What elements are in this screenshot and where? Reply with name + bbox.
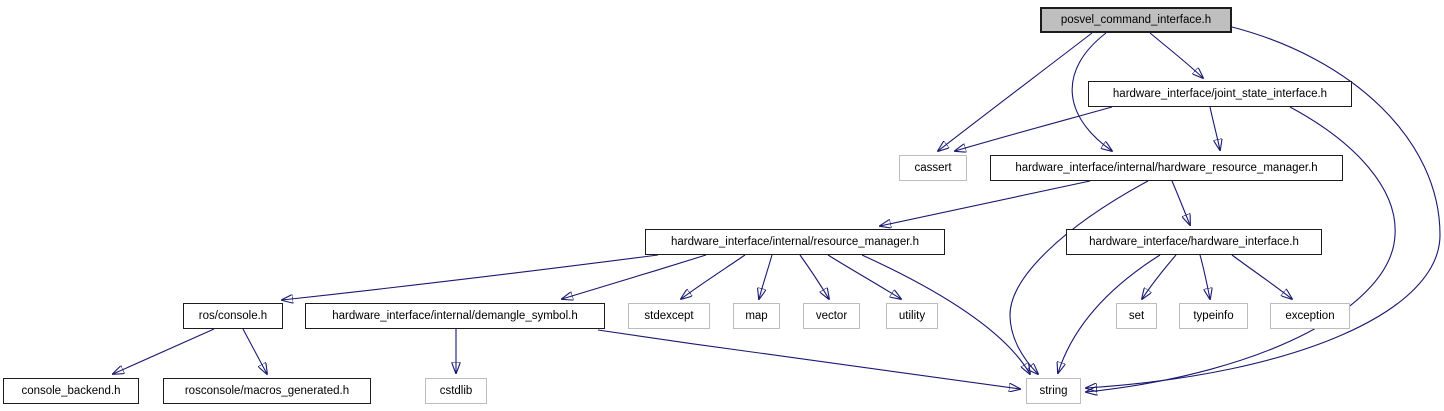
edge-resource-manager-to-string <box>861 254 1030 374</box>
node-vector: vector <box>803 303 860 329</box>
node-typeinfo: typeinfo <box>1179 303 1248 329</box>
edge-hardware-resource-manager-to-resource-manager <box>880 180 1091 226</box>
node-hardware-resource-manager-h[interactable]: hardware_interface/internal/hardware_res… <box>990 155 1343 181</box>
edge-demangle-symbol-to-string <box>597 329 1020 389</box>
edge-resource-manager-to-vector <box>799 254 829 299</box>
edge-resource-manager-to-map <box>759 254 773 299</box>
node-set: set <box>1116 303 1157 329</box>
node-ros-console-h[interactable]: ros/console.h <box>183 303 283 329</box>
edge-ros-console-to-console-backend <box>113 328 215 374</box>
edge-posvel-to-cassert <box>938 32 1093 151</box>
node-rosconsole-macros-generated-h[interactable]: rosconsole/macros_generated.h <box>163 378 371 404</box>
edge-hardware-interface-to-exception <box>1231 254 1292 299</box>
node-hardware-interface-h[interactable]: hardware_interface/hardware_interface.h <box>1066 229 1322 255</box>
edge-hardware-interface-to-typeinfo <box>1199 254 1210 299</box>
edge-resource-manager-to-utility <box>827 254 901 299</box>
edge-hardware-interface-to-string <box>1058 254 1161 373</box>
edge-resource-manager-to-stdexcept <box>681 254 746 299</box>
node-resource-manager-h[interactable]: hardware_interface/internal/resource_man… <box>645 229 945 255</box>
node-cstdlib: cstdlib <box>425 378 487 404</box>
node-string: string <box>1026 378 1081 404</box>
edge-joint-state-to-string <box>1086 106 1396 392</box>
edge-hardware-resource-manager-to-hardware-interface <box>1171 180 1190 225</box>
edge-ros-console-to-macros-generated <box>242 328 267 374</box>
edge-posvel-to-joint-state <box>1149 32 1203 78</box>
edge-hardware-resource-manager-to-string <box>1009 180 1149 374</box>
node-posvel-command-interface-h: posvel_command_interface.h <box>1040 7 1232 33</box>
edge-resource-manager-to-demangle-symbol <box>562 254 707 299</box>
node-demangle-symbol-h[interactable]: hardware_interface/internal/demangle_sym… <box>305 303 605 329</box>
node-map: map <box>733 303 780 329</box>
node-exception: exception <box>1270 303 1350 329</box>
edge-posvel-to-string <box>1086 26 1441 388</box>
edge-hardware-interface-to-set <box>1142 254 1177 299</box>
node-joint-state-interface-h[interactable]: hardware_interface/joint_state_interface… <box>1088 81 1352 107</box>
edge-resource-manager-to-ros-console <box>282 254 659 300</box>
edge-joint-state-to-cassert <box>955 106 1113 151</box>
edge-joint-state-to-hardware-resource-manager <box>1209 106 1220 150</box>
edge-posvel-to-hardware-resource-manager <box>1071 32 1112 151</box>
node-console-backend-h[interactable]: console_backend.h <box>3 378 139 404</box>
node-cassert: cassert <box>899 155 967 181</box>
node-utility: utility <box>886 303 938 329</box>
node-stdexcept: stdexcept <box>628 303 710 329</box>
